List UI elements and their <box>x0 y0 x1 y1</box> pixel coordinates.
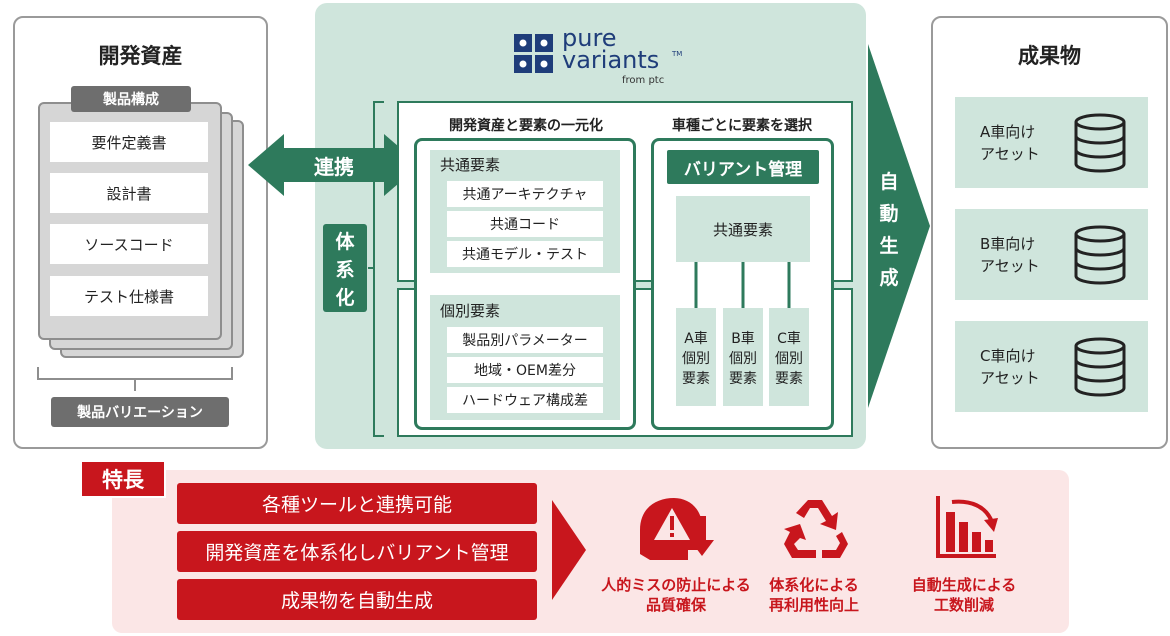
common-architecture: 共通アーキテクチャ <box>447 181 603 207</box>
feature-bar-2: 開発資産を体系化しバリアント管理 <box>177 531 537 572</box>
database-icon <box>1074 337 1126 397</box>
logo-pure: pure <box>562 24 617 52</box>
asset-b-line2: アセット <box>980 257 1040 275</box>
logo-tm: TM <box>672 50 683 58</box>
car-c-line1: C車 <box>777 331 801 347</box>
doc-source-code: ソースコード <box>50 224 208 264</box>
car-a-elements <box>676 308 716 406</box>
benefit-3-line1: 自動生成による <box>911 576 1017 594</box>
auto-char-1: 自 <box>879 170 899 193</box>
benefit-2-line1: 体系化による <box>769 576 859 594</box>
feature-bar-3: 成果物を自動生成 <box>177 579 537 620</box>
car-c-elements <box>769 308 809 406</box>
product-variation-label: 製品バリエーション <box>51 397 229 427</box>
common-model-test: 共通モデル・テスト <box>447 241 603 267</box>
system-brace <box>368 101 384 437</box>
chevron-right-icon <box>552 500 586 600</box>
variant-connectors <box>694 262 791 310</box>
benefit-1-line2: 品質確保 <box>645 596 706 614</box>
link-double-arrow <box>248 134 420 196</box>
link-label: 連携 <box>314 154 354 179</box>
asset-c-line2: アセット <box>980 369 1040 387</box>
car-b-line2: 個別 <box>729 351 757 367</box>
car-c-line2: 個別 <box>775 351 803 367</box>
car-c-line3: 要素 <box>775 371 803 387</box>
individual-elements-title: 個別要素 <box>440 302 501 320</box>
database-icon <box>1074 225 1126 285</box>
benefit-3-line2: 工数削減 <box>933 596 994 614</box>
benefit-2-line2: 再利用性向上 <box>768 596 859 614</box>
recycle-icon <box>784 500 848 558</box>
workload-reduction-icon <box>936 496 998 558</box>
car-a-line2: 個別 <box>682 351 710 367</box>
development-assets-title: 開発資産 <box>98 44 183 68</box>
auto-char-3: 生 <box>879 234 899 257</box>
asset-b-line1: B車向け <box>980 235 1036 253</box>
car-a-line3: 要素 <box>682 371 710 387</box>
car-b-line3: 要素 <box>729 371 757 387</box>
common-elements-title: 共通要素 <box>440 156 501 174</box>
pure-variants-logo-icon <box>514 34 553 73</box>
variant-common-elements: 共通要素 <box>676 196 810 262</box>
car-b-line1: B車 <box>731 331 755 347</box>
system-char-2: 系 <box>335 258 355 281</box>
auto-char-2: 動 <box>879 202 899 225</box>
doc-test-spec: テスト仕様書 <box>50 276 208 316</box>
auto-generate-arrow <box>868 44 930 408</box>
unify-heading: 開発資産と要素の一元化 <box>449 118 603 134</box>
logo-variants: variants <box>562 46 660 74</box>
auto-char-4: 成 <box>879 266 899 289</box>
deliverables-title: 成果物 <box>1018 44 1081 68</box>
system-char-3: 化 <box>335 286 355 309</box>
car-b-elements <box>723 308 763 406</box>
doc-requirements: 要件定義書 <box>50 122 208 162</box>
benefit-1-line1: 人的ミスの防止による <box>601 576 751 594</box>
product-parameters: 製品別パラメーター <box>447 327 603 353</box>
select-heading: 車種ごとに要素を選択 <box>672 118 812 134</box>
system-label-box <box>323 224 367 312</box>
feature-bar-1: 各種ツールと連携可能 <box>177 483 537 524</box>
database-icon <box>1074 113 1126 173</box>
car-a-line1: A車 <box>684 331 708 347</box>
asset-c-line1: C車向け <box>980 347 1036 365</box>
doc-design: 設計書 <box>50 173 208 213</box>
variant-management-label: バリアント管理 <box>667 150 819 184</box>
human-error-icon <box>640 498 714 560</box>
hardware-config-diff: ハードウェア構成差 <box>447 387 603 413</box>
region-oem-diff: 地域・OEM差分 <box>447 357 603 383</box>
variation-brace <box>37 367 233 391</box>
system-char-1: 体 <box>335 230 355 253</box>
asset-a-line2: アセット <box>980 145 1040 163</box>
common-code: 共通コード <box>447 211 603 237</box>
product-config-label: 製品構成 <box>71 86 191 112</box>
logo-from-ptc: from ptc <box>622 75 665 86</box>
features-tag: 特長 <box>80 460 166 498</box>
asset-a-line1: A車向け <box>980 123 1036 141</box>
